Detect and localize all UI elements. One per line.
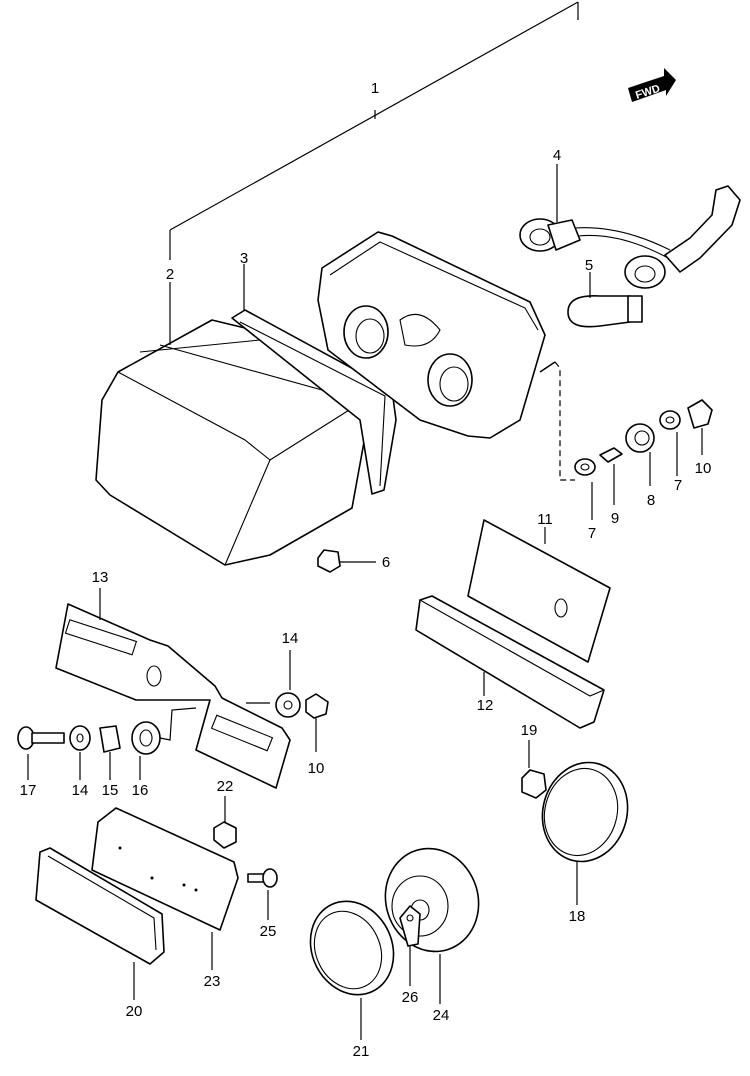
callout-14-left: 14 [72, 782, 89, 799]
part-11-reflector-plate [467, 519, 611, 663]
part-22-nut [213, 796, 237, 849]
callout-10-top: 10 [695, 460, 712, 477]
part-13-license-bracket [55, 588, 291, 789]
callout-8: 8 [647, 492, 655, 509]
part-18-round-reflector [541, 761, 629, 905]
callout-25: 25 [260, 923, 277, 940]
callout-labels: 1 2 3 4 5 6 7 7 8 9 10 10 11 12 13 14 14… [20, 80, 712, 1060]
part-12-cushion-pad [415, 595, 605, 729]
part-5-bulb [567, 272, 643, 328]
callout-19: 19 [521, 722, 538, 739]
callout-16: 16 [132, 782, 149, 799]
part-21-signal-lens [309, 900, 395, 1040]
callout-7-right: 7 [674, 477, 682, 494]
part-25-screw [247, 868, 278, 920]
washer-nut-right [246, 650, 329, 752]
part-24-signal-housing [384, 847, 480, 1004]
part-3-lens-gasket [231, 264, 397, 495]
part-4-socket-harness [519, 164, 741, 289]
callout-22: 22 [217, 778, 234, 795]
forward-direction-badge: FWD [628, 68, 676, 102]
callout-1: 1 [371, 80, 379, 97]
callout-11: 11 [537, 511, 553, 528]
callout-18: 18 [569, 908, 586, 925]
callout-17: 17 [20, 782, 37, 799]
callout-9: 9 [611, 510, 619, 527]
callout-14-right: 14 [282, 630, 299, 647]
callout-7-left: 7 [588, 525, 596, 542]
callout-2: 2 [166, 266, 174, 283]
tail-light-housing [317, 231, 556, 439]
part-19-nut [521, 740, 547, 799]
callout-23: 23 [204, 973, 221, 990]
part-6-clip [317, 549, 376, 573]
stud-hardware [554, 361, 713, 520]
callout-24: 24 [433, 1007, 450, 1024]
part-26-bracket-clip [399, 905, 421, 986]
callout-6: 6 [382, 554, 390, 571]
fastener-set-left [17, 707, 197, 780]
callout-21: 21 [353, 1043, 370, 1060]
part-23-license-lamp-body [91, 807, 239, 970]
callout-3: 3 [240, 250, 248, 267]
callout-10-bottom: 10 [308, 760, 325, 777]
callout-26: 26 [402, 989, 419, 1006]
callout-15: 15 [102, 782, 119, 799]
assembly-1-leaders [169, 1, 579, 260]
callout-20: 20 [126, 1003, 143, 1020]
part-20-license-lamp-lens [35, 847, 165, 1000]
callout-4: 4 [553, 147, 561, 164]
callout-12: 12 [477, 697, 494, 714]
callout-5: 5 [585, 257, 593, 274]
callout-13: 13 [92, 569, 109, 586]
